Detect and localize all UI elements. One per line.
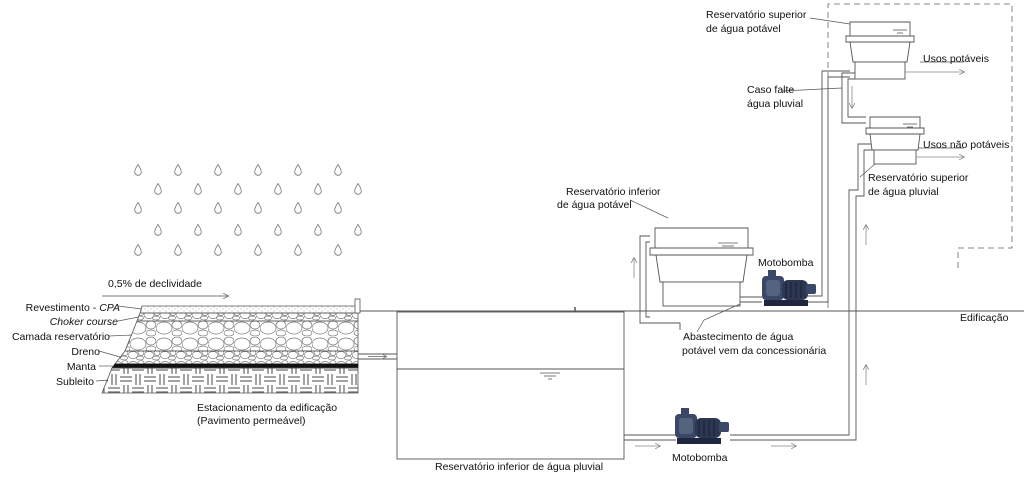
raindrop-icon: [134, 202, 142, 214]
raindrop-icon: [134, 244, 142, 256]
slope-label: 0,5% de declividade: [108, 278, 202, 290]
parking-label-line1: Estacionamento da edificação: [197, 402, 338, 414]
building-outline: [827, 3, 1013, 308]
raindrop-icon: [334, 202, 342, 214]
upper-rainwater-reservoir: [865, 116, 925, 165]
upper-potable-reservoir: [845, 21, 915, 80]
raindrop-icon: [274, 224, 282, 236]
top-pump-label: Motobomba: [758, 257, 814, 269]
revestimento-text: Revestimento -: [25, 302, 100, 314]
raindrop-icon: [154, 183, 162, 195]
raindrop-icon: [234, 183, 242, 195]
raindrop-icon: [234, 224, 242, 236]
raindrop-icon: [134, 164, 142, 176]
raindrop-icon: [254, 164, 262, 176]
layer-label-subleito: Subleito: [56, 376, 94, 388]
permeable-pavement-section: [100, 298, 361, 394]
potable-pipeline: [639, 70, 850, 330]
raindrop-icon: [214, 244, 222, 256]
raindrop-icon: [254, 202, 262, 214]
upper-potable-reservoir-label-line1: Reservatório superior: [706, 9, 807, 21]
lower-potable-reservoir-label-line1: Reservatório inferior: [566, 186, 661, 198]
raindrop-icon: [174, 164, 182, 176]
parking-label-line2: (Pavimento permeável): [197, 415, 306, 427]
layer-label-choker: Choker course: [0, 316, 118, 328]
pump-icon: [761, 269, 817, 307]
raindrop-icon: [294, 202, 302, 214]
raindrop-icon: [174, 202, 182, 214]
raindrop-icon: [214, 164, 222, 176]
potable-uses-label: Usos potáveis: [923, 53, 989, 65]
supply-label-line2: potável vem da concessionária: [682, 345, 827, 357]
raindrop-icon: [194, 183, 202, 195]
supply-label-line1: Abastecimento de água: [683, 331, 794, 343]
rain-drops: [134, 164, 362, 256]
bottom-pump-label: Motobomba: [672, 452, 728, 464]
layer-label-camada: Camada reservatório: [11, 331, 110, 343]
raindrop-icon: [334, 164, 342, 176]
lower-potable-reservoir: [649, 227, 754, 307]
backup-label-line1: Caso falte: [747, 84, 795, 96]
raindrop-icon: [154, 224, 162, 236]
non-potable-uses-label: Usos não potáveis: [923, 139, 1010, 151]
building-label: Edificação: [960, 312, 1009, 324]
upper-rainwater-reservoir-label-line2: de água pluvial: [868, 186, 939, 198]
lower-rainwater-reservoir: [396, 307, 625, 460]
layer-leaders: [95, 305, 143, 382]
raindrop-icon: [334, 244, 342, 256]
upper-rainwater-reservoir-label-line1: Reservatório superior: [868, 172, 969, 184]
raindrop-icon: [314, 224, 322, 236]
raindrop-icon: [314, 183, 322, 195]
upper-potable-reservoir-label-line2: de água potável: [706, 23, 781, 35]
raindrop-icon: [214, 202, 222, 214]
backup-label-line2: água pluvial: [747, 98, 804, 110]
raindrop-icon: [354, 224, 362, 236]
raindrop-icon: [354, 183, 362, 195]
raindrop-icon: [294, 244, 302, 256]
pluvial-pipeline: [624, 143, 872, 441]
choker-text: Choker course: [49, 316, 118, 328]
raindrop-icon: [294, 164, 302, 176]
pump-icon: [674, 407, 730, 445]
layer-label-manta: Manta: [66, 361, 96, 373]
flow-arrows-pluvial: [635, 225, 866, 446]
revestimento-italic: CPA: [99, 302, 120, 314]
raindrop-icon: [254, 244, 262, 256]
usage-arrows: [905, 72, 964, 157]
raindrop-icon: [274, 183, 282, 195]
label-leaders: [629, 17, 964, 333]
layer-label-revestimento: Revestimento - CPA: [0, 302, 120, 314]
layer-label-dreno: Dreno: [71, 346, 100, 358]
raindrop-icon: [194, 224, 202, 236]
lower-potable-reservoir-label-line2: de água potável: [557, 199, 632, 211]
backup-pipe: [841, 72, 866, 124]
lower-rainwater-reservoir-label: Reservatório inferior de água pluvial: [435, 461, 604, 473]
raindrop-icon: [174, 244, 182, 256]
inlet-pipe: [358, 354, 397, 359]
